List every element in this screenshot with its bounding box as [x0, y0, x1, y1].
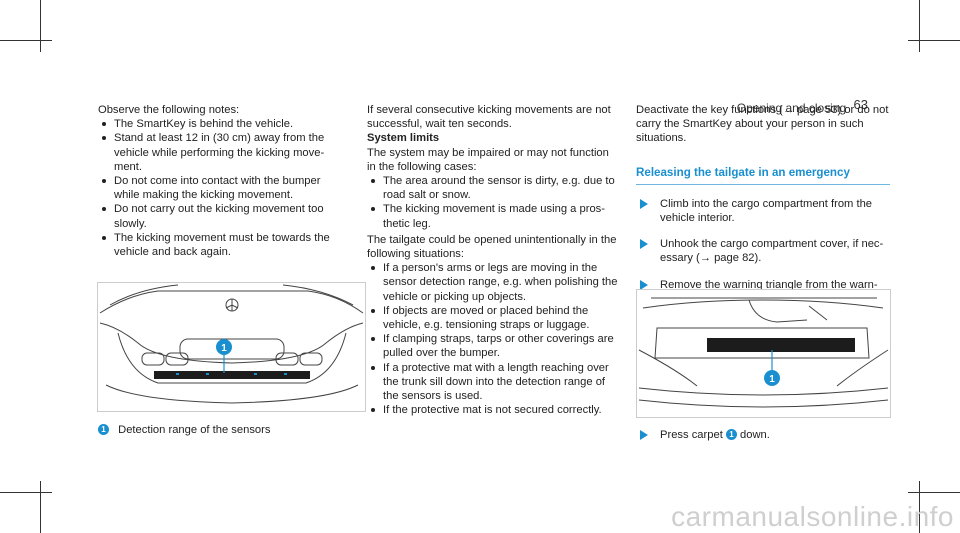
list-item: The kicking movement is made using a pro…: [367, 202, 619, 230]
step-2: Unhook the cargo compartment cover, if n…: [636, 237, 890, 265]
list-item: If the protective mat is not secured cor…: [367, 403, 619, 417]
limits-intro: The system may be impaired or may not fu…: [367, 146, 609, 173]
list-item: Stand at least 12 in (30 cm) away from t…: [98, 131, 348, 174]
step-text: down.: [740, 429, 770, 441]
crop-mark: [919, 481, 920, 533]
list-item: The SmartKey is behind the vehicle.: [98, 117, 348, 131]
list-item: If objects are moved or placed behind th…: [367, 304, 619, 332]
step-text: Press carpet: [660, 429, 723, 441]
carpet-strip: [707, 338, 855, 352]
notes-list: The SmartKey is behind the vehicle. Stan…: [98, 117, 348, 259]
step-1: Climb into the cargo compartment from th…: [636, 197, 890, 225]
step-arrow-icon: [640, 430, 648, 440]
callout-badge: [216, 339, 232, 355]
step-text: Unhook the cargo compartment cover, if n…: [660, 238, 884, 265]
notes-intro: Observe the following notes:: [98, 104, 240, 116]
watermark: carmanualsonline.info: [671, 501, 954, 532]
step-arrow-icon: [640, 198, 648, 209]
bumper-sensor-figure: 1: [97, 282, 366, 412]
step-arrow-icon: [640, 279, 648, 290]
retry-note: If several consecutive kicking movements…: [367, 104, 611, 131]
step-4: Press carpet 1 down.: [636, 428, 890, 442]
crop-mark: [0, 492, 52, 493]
crop-mark: [0, 40, 52, 41]
system-limits-heading: System limits: [367, 132, 440, 145]
crop-mark: [40, 0, 41, 52]
crop-mark: [919, 0, 920, 52]
cargo-carpet-figure: 1: [636, 289, 891, 418]
list-item: If a person's arms or legs are moving in…: [367, 261, 619, 304]
column-3: Deactivate the key functions (→ page 53)…: [636, 103, 890, 306]
column-2: If several consecutive kicking movements…: [367, 103, 619, 417]
list-item: The kicking movement must be towards the…: [98, 231, 348, 259]
column-1: Observe the following notes: The SmartKe…: [98, 103, 348, 259]
carpet-badge: 1: [725, 429, 737, 440]
list-item: If clamping straps, tarps or other cover…: [367, 332, 619, 360]
step-text: Climb into the cargo compartment from th…: [660, 197, 873, 225]
deactivate-note: Deactivate the key functions (→ page 53)…: [636, 104, 889, 145]
crop-mark: [908, 492, 960, 493]
tailgate-list: If a person's arms or legs are moving in…: [367, 261, 619, 417]
crop-mark: [908, 40, 960, 41]
cargo-illustration: 1: [638, 297, 889, 408]
page-header: Opening and closing 63: [736, 97, 868, 115]
section-title: Releasing the tailgate in an emergency: [636, 166, 890, 185]
callout-number: 1: [221, 343, 227, 354]
caption-text: Detection range of the sensors: [118, 424, 271, 436]
list-item: Do not carry out the kicking movement to…: [98, 202, 348, 230]
list-item: Do not come into contact with the bumper…: [98, 174, 348, 202]
caption-badge: 1: [98, 424, 109, 435]
limits-list: The area around the sensor is dirty, e.g…: [367, 174, 619, 231]
bumper-illustration: 1: [99, 284, 364, 404]
tailgate-intro: The tailgate could be opened unintention…: [367, 233, 617, 261]
callout-badge: [764, 370, 780, 386]
callout-number: 1: [769, 374, 775, 385]
list-item: The area around the sensor is dirty, e.g…: [367, 174, 619, 202]
crop-mark: [40, 481, 41, 533]
list-item: If a protective mat with a length reachi…: [367, 361, 619, 404]
figure-caption: 1 Detection range of the sensors: [98, 424, 270, 436]
step-arrow-icon: [640, 239, 648, 250]
final-step: Press carpet 1 down.: [636, 428, 890, 442]
section-name: Opening and closing: [736, 101, 847, 115]
page-number: 63: [853, 97, 868, 112]
sensor-range-bar: [154, 371, 310, 379]
